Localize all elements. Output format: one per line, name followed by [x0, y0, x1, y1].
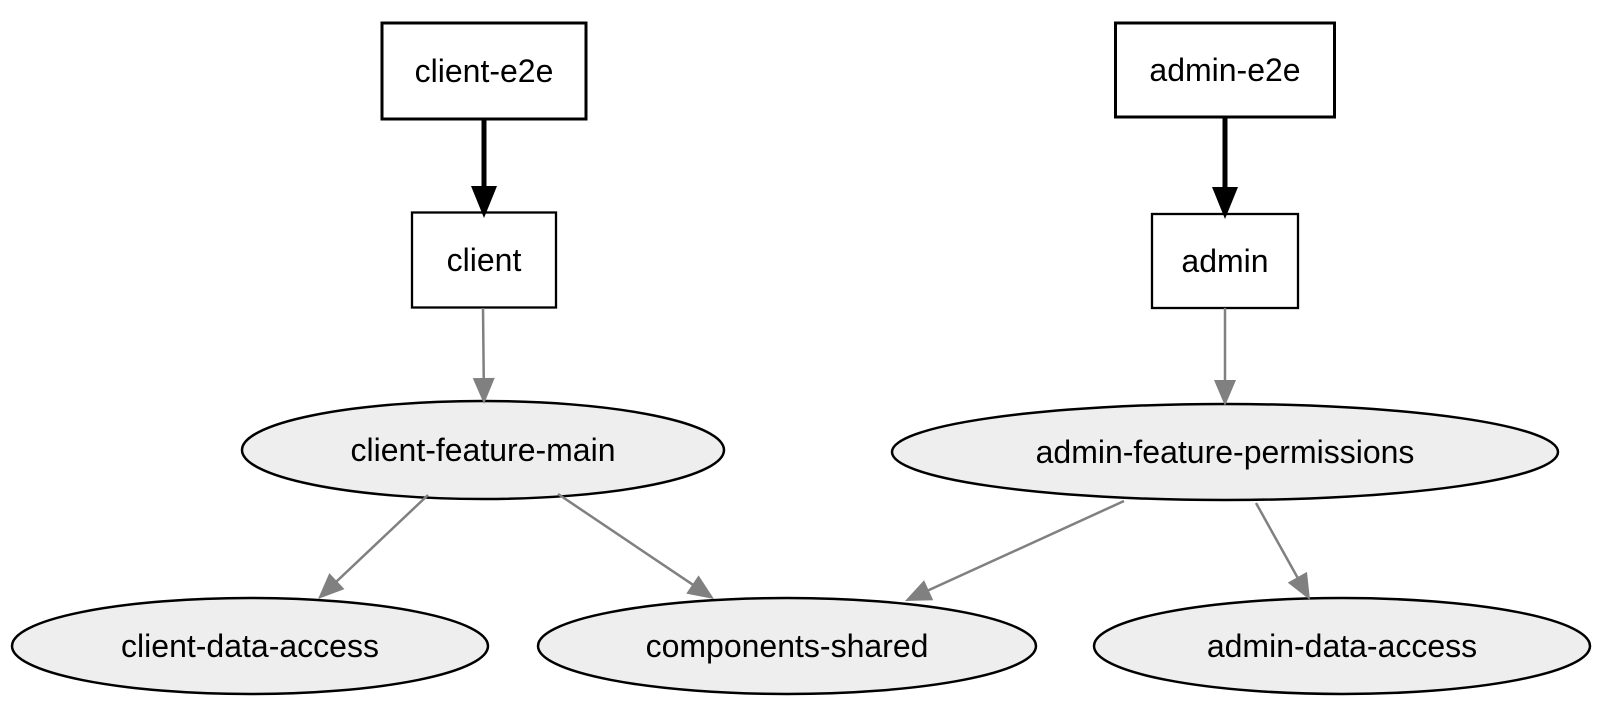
edge-line [926, 499, 1125, 593]
node-label: admin [1181, 243, 1268, 279]
node-box-shape [1150, 212, 1300, 310]
node-label: client-feature-main [351, 432, 616, 468]
node-label: client-data-access [121, 628, 379, 664]
edge-line [1254, 502, 1300, 580]
node-label: admin-data-access [1207, 628, 1477, 664]
node-label: admin-e2e [1149, 52, 1300, 88]
node-ellipse-shape [1092, 596, 1592, 696]
node-ellipse-shape [536, 596, 1038, 696]
node-admin[interactable]: admin [1150, 212, 1300, 310]
node-label: client [447, 242, 522, 278]
edge-line [481, 307, 485, 381]
edge-line [334, 494, 429, 584]
edge-admin-feature-permissions-to-components-shared [905, 499, 1125, 601]
node-client-data-access[interactable]: client-data-access [10, 596, 490, 696]
node-admin-feature-permissions[interactable]: admin-feature-permissions [890, 402, 1560, 502]
arrowhead-icon [1287, 571, 1310, 600]
node-components-shared[interactable]: components-shared [536, 596, 1038, 696]
node-label: admin-feature-permissions [1036, 434, 1415, 470]
edge-client-e2e-to-client [471, 119, 497, 218]
arrowhead-icon [471, 186, 497, 218]
node-box-shape [380, 21, 588, 121]
node-admin-e2e[interactable]: admin-e2e [1114, 21, 1336, 119]
arrowhead-icon [905, 580, 934, 601]
node-client-e2e[interactable]: client-e2e [380, 21, 588, 121]
node-label: components-shared [646, 628, 929, 664]
node-label: client-e2e [415, 53, 554, 89]
edge-admin-feature-permissions-to-admin-data-access [1254, 502, 1310, 600]
edge-client-feature-main-to-client-data-access [318, 494, 429, 599]
arrowhead-icon [1214, 380, 1236, 406]
edge-client-to-client-feature-main [472, 307, 495, 404]
arrowhead-icon [686, 575, 714, 599]
edge-admin-e2e-to-admin [1212, 117, 1238, 219]
node-client[interactable]: client [410, 211, 558, 309]
arrowhead-icon [472, 377, 495, 404]
node-admin-data-access[interactable]: admin-data-access [1092, 596, 1592, 696]
edge-admin-to-admin-feature-permissions [1214, 308, 1236, 406]
node-box-shape [410, 211, 558, 309]
node-ellipse-shape [10, 596, 490, 696]
edge-client-feature-main-to-components-shared [557, 492, 714, 599]
edge-line [557, 492, 695, 587]
node-client-feature-main[interactable]: client-feature-main [240, 399, 726, 501]
arrowhead-icon [318, 573, 345, 599]
arrowhead-icon [1212, 187, 1238, 219]
